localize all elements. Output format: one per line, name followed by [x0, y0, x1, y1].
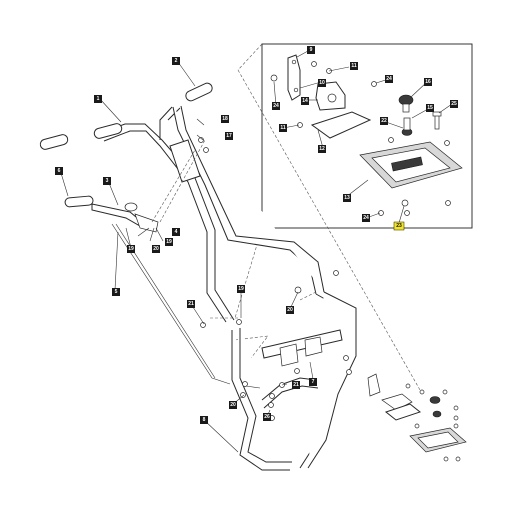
callout-20c: 20: [229, 401, 237, 409]
callout-13: 13: [343, 194, 351, 202]
callout-6-label: 6: [58, 168, 61, 174]
callout-21b: 21: [292, 381, 300, 389]
callout-5: 5: [112, 288, 120, 296]
callouts: 1 2 3 4 5 6 7 8 9 10 11 11 12 13 14 15 1…: [55, 46, 458, 424]
callout-24a-label: 24: [386, 76, 392, 82]
callout-1-label: 1: [97, 96, 100, 102]
callout-18-label: 18: [222, 116, 228, 122]
lower-frame: [231, 291, 357, 471]
callout-7: 7: [309, 378, 317, 386]
callout-19b-label: 19: [166, 239, 172, 245]
callout-4-label: 4: [175, 229, 178, 235]
callout-2-label: 2: [175, 58, 178, 64]
callout-8-label: 8: [203, 417, 206, 423]
bottom-detail: [367, 373, 467, 462]
left-grip-2: [93, 123, 123, 139]
callout-17-label: 17: [226, 133, 232, 139]
callout-4: 4: [172, 228, 180, 236]
callout-16: 16: [424, 78, 432, 86]
callout-3-label: 3: [106, 178, 109, 184]
callout-14: 14: [301, 97, 309, 105]
handle-crossbrace: [169, 139, 201, 183]
callout-20a-label: 20: [153, 246, 159, 252]
callout-24a: 24: [385, 75, 393, 83]
callout-19c-label: 19: [238, 286, 244, 292]
inset-frame: [261, 43, 473, 229]
callout-22: 22: [380, 117, 388, 125]
callout-16-label: 16: [425, 79, 431, 85]
plate-part: [310, 111, 372, 139]
callout-13-label: 13: [344, 195, 350, 201]
callout-26: 26: [263, 413, 271, 421]
knob-part: [398, 94, 414, 106]
callout-19c: 19: [237, 285, 245, 293]
callout-9: 9: [307, 46, 315, 54]
callout-26-label: 26: [264, 414, 270, 420]
callout-25: 25: [450, 100, 458, 108]
callout-11b-label: 11: [280, 125, 286, 131]
callout-20b-label: 20: [287, 307, 293, 313]
left-grip: [39, 134, 69, 150]
right-grip: [185, 82, 213, 102]
callout-20c-label: 20: [230, 402, 236, 408]
callout-21a: 21: [187, 300, 195, 308]
inset-lead-diagonal: [237, 69, 421, 391]
callout-7-label: 7: [312, 379, 315, 385]
callout-12: 12: [318, 145, 326, 153]
callout-23-label: 23: [396, 223, 402, 229]
detail-inset: [234, 43, 473, 391]
callout-20b: 20: [286, 306, 294, 314]
callout-11a: 11: [350, 62, 358, 70]
callout-22-label: 22: [381, 118, 387, 124]
callout-10-label: 10: [319, 80, 325, 86]
callout-24b: 24: [272, 102, 280, 110]
control-rod: [111, 223, 231, 385]
callout-24c: 24: [362, 214, 370, 222]
callout-5-label: 5: [115, 289, 118, 295]
callout-2: 2: [172, 57, 180, 65]
callout-11a-label: 11: [351, 63, 357, 69]
callout-21b-label: 21: [293, 382, 299, 388]
callout-9-label: 9: [310, 47, 313, 53]
callout-23: 23: [393, 221, 405, 231]
callout-14-label: 14: [302, 98, 308, 104]
callout-8: 8: [200, 416, 208, 424]
callout-24c-label: 24: [363, 215, 369, 221]
callout-6: 6: [55, 167, 63, 175]
callout-24b-label: 24: [273, 103, 279, 109]
callout-19a-label: 19: [128, 246, 134, 252]
callout-20a: 20: [152, 245, 160, 253]
callout-11b: 11: [279, 124, 287, 132]
handle-assembly: [39, 82, 353, 385]
lever-grip: [64, 195, 94, 208]
callout-25-label: 25: [451, 101, 457, 107]
callout-17: 17: [225, 132, 233, 140]
callout-21a-label: 21: [188, 301, 194, 307]
callout-19a: 19: [127, 245, 135, 253]
callout-15-label: 15: [427, 105, 433, 111]
callout-15: 15: [426, 104, 434, 112]
callout-19b: 19: [165, 238, 173, 246]
callout-10: 10: [318, 79, 326, 87]
callout-18: 18: [221, 115, 229, 123]
callout-1: 1: [94, 95, 102, 103]
callout-12-label: 12: [319, 146, 325, 152]
callout-3: 3: [103, 177, 111, 185]
inset-lead-top: [237, 43, 263, 71]
